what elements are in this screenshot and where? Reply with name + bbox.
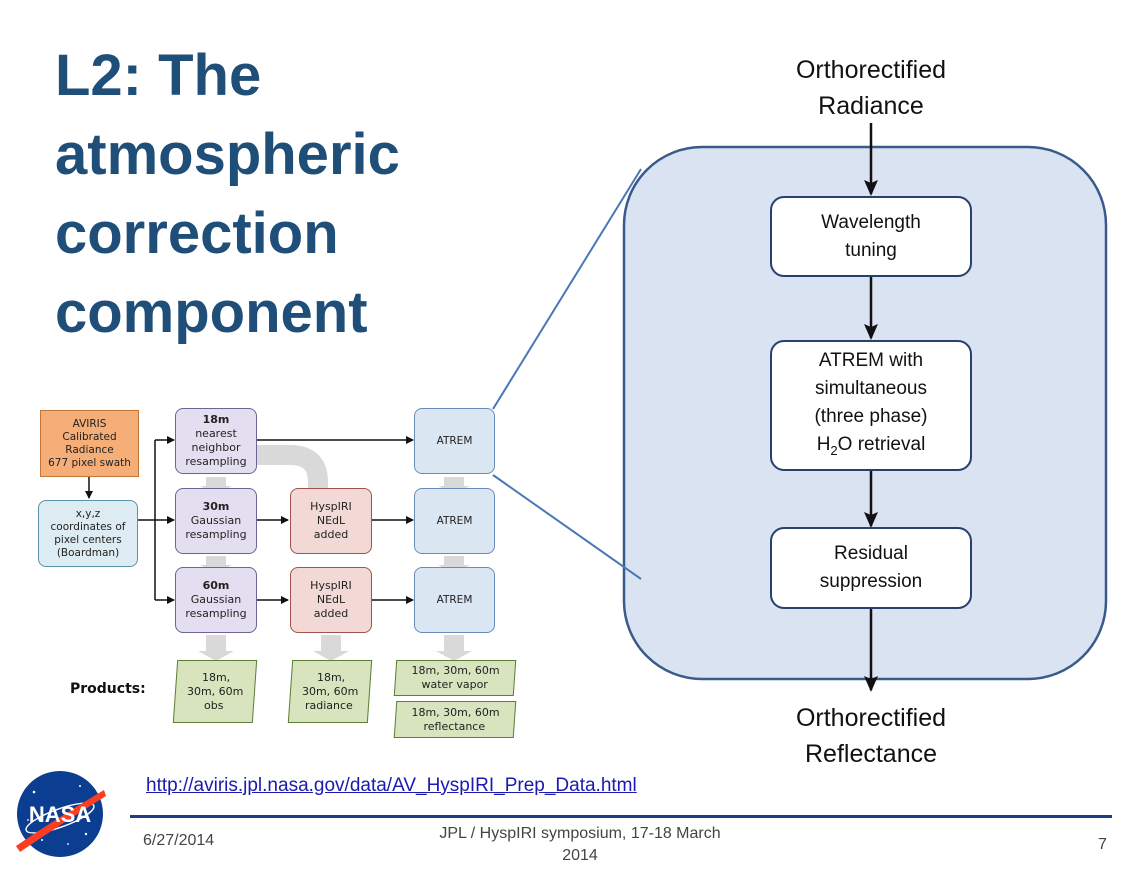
product-line: 18m, 30m, 60m (411, 664, 500, 677)
h2o-retrieval-line: H2O retrieval (817, 431, 926, 465)
nedl-line: NEdL (316, 593, 346, 606)
source-line: Calibrated (62, 430, 117, 443)
zoom-line-bottom (492, 474, 642, 580)
output-line: Orthorectified (795, 704, 947, 732)
source-line: AVIRIS (72, 417, 107, 430)
zoom-line-top (492, 168, 642, 410)
coords-line: (Boardman) (56, 546, 120, 559)
wavelength-tuning-step: Wavelength tuning (770, 196, 972, 277)
nasa-logo-text: NASA (29, 802, 91, 827)
resampling-18m-box: 18m nearest neighbor resampling (175, 408, 257, 474)
source-line: Radiance (65, 443, 114, 456)
event-line: JPL / HyspIRI symposium, 17-18 March (439, 825, 721, 842)
source-line: 677 pixel swath (48, 456, 131, 469)
product-water-vapor: 18m, 30m, 60m water vapor (393, 660, 517, 696)
step-line: (three phase) (814, 405, 928, 427)
nedl-line: NEdL (316, 514, 346, 527)
product-reflectance: 18m, 30m, 60m reflectance (393, 701, 517, 738)
atrem-retrieval-step: ATREM with simultaneous (three phase) H2… (770, 340, 972, 471)
atrem-18m-box: ATREM (414, 408, 495, 474)
atrem-label: ATREM (436, 515, 473, 527)
h2o-rest: O retrieval (837, 433, 926, 455)
h2o-h: H (816, 433, 831, 455)
resolution-label: 60m (202, 579, 230, 592)
small-diagram-connectors (85, 436, 414, 604)
resampling-line: resampling (185, 528, 247, 541)
output-line: Reflectance (804, 740, 938, 768)
atrem-label: ATREM (436, 594, 473, 606)
resampling-line: Gaussian (190, 514, 242, 527)
product-line: 18m, (201, 670, 231, 684)
step-line: suppression (819, 571, 923, 592)
grey-flow-curve (256, 445, 328, 490)
nedl-line: HyspIRI (310, 500, 352, 513)
step-line: ATREM with (818, 349, 924, 371)
aviris-radiance-box: AVIRIS Calibrated Radiance 677 pixel swa… (40, 410, 139, 477)
nedl-added-60m-box: HyspIRI NEdL added (290, 567, 372, 633)
resampling-line: nearest (195, 427, 237, 440)
footer-event: JPL / HyspIRI symposium, 17-18 March 201… (410, 823, 750, 867)
resampling-line: resampling (185, 455, 247, 468)
product-line: 30m, 60m (186, 684, 244, 698)
residual-suppression-step: Residual suppression (770, 527, 972, 609)
coords-line: coordinates of (50, 520, 126, 533)
resampling-60m-box: 60m Gaussian resampling (175, 567, 257, 633)
flowchart-output: Orthorectified Reflectance (750, 700, 992, 772)
nedl-line: added (313, 528, 349, 541)
product-line: 18m, (316, 670, 346, 684)
nedl-added-30m-box: HyspIRI NEdL added (290, 488, 372, 554)
resampling-30m-box: 30m Gaussian resampling (175, 488, 257, 554)
resampling-line: Gaussian (190, 593, 242, 606)
products-label: Products: (70, 681, 146, 697)
resolution-label: 18m (202, 413, 230, 426)
page-number: 7 (1098, 836, 1107, 853)
product-obs: 18m, 30m, 60m obs (172, 660, 258, 723)
h2o-subscript: 2 (830, 442, 838, 458)
nasa-logo-icon: NASA (16, 771, 106, 857)
resolution-label: 30m (202, 500, 230, 513)
atrem-label: ATREM (436, 435, 473, 447)
footer-rule (130, 815, 1112, 818)
step-line: tuning (845, 239, 897, 261)
title-line-2: atmospheric (55, 122, 400, 187)
dataset-link[interactable]: http://aviris.jpl.nasa.gov/data/AV_HyspI… (146, 775, 637, 796)
input-line: Radiance (818, 92, 924, 120)
step-line: simultaneous (815, 377, 927, 399)
coords-line: pixel centers (54, 533, 122, 546)
product-line: water vapor (421, 678, 488, 691)
coords-line: x,y,z (75, 507, 101, 520)
footer-date: 6/27/2014 (143, 832, 215, 849)
step-line: Residual (834, 543, 908, 564)
product-line: reflectance (423, 719, 486, 733)
nedl-line: HyspIRI (310, 579, 352, 592)
title-line-3: correction (55, 201, 339, 266)
title-line-4: component (55, 280, 368, 345)
title-line-1: L2: The (55, 43, 262, 108)
atrem-30m-box: ATREM (414, 488, 495, 554)
step-line: Wavelength (821, 211, 921, 233)
resampling-line: resampling (185, 607, 247, 620)
nedl-line: added (313, 607, 349, 620)
product-line: 30m, 60m (301, 684, 359, 698)
event-line: 2014 (562, 847, 598, 864)
slide-title: L2: The atmospheric correction component (55, 36, 525, 352)
product-line: radiance (305, 698, 353, 712)
input-line: Orthorectified (795, 56, 947, 84)
product-line: 18m, 30m, 60m (411, 705, 500, 719)
flowchart-input: Orthorectified Radiance (760, 52, 982, 124)
product-line: obs (204, 698, 224, 712)
product-radiance: 18m, 30m, 60m radiance (287, 660, 373, 723)
atrem-60m-box: ATREM (414, 567, 495, 633)
resampling-line: neighbor (191, 441, 241, 454)
pixel-coordinates-box: x,y,z coordinates of pixel centers (Boar… (38, 500, 138, 567)
